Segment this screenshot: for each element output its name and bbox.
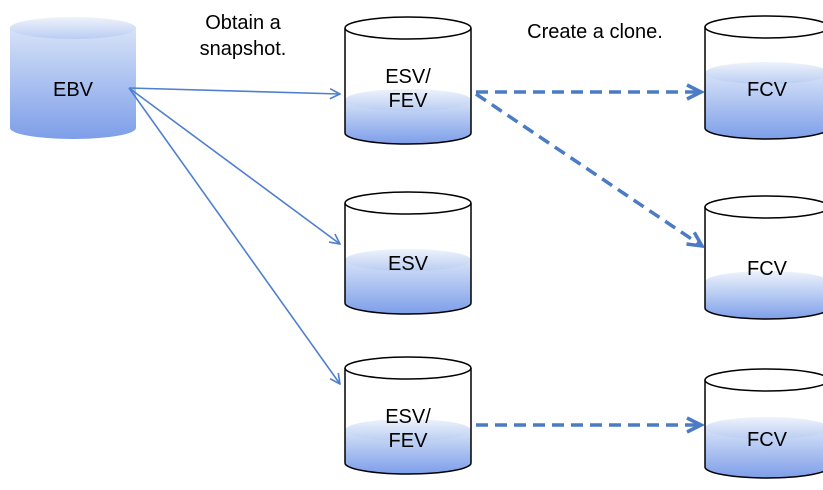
esv-fev-bottom-label: ESV/ FEV [385, 406, 431, 452]
esv-fev-bottom-cylinder [344, 356, 472, 475]
fcv-top-cylinder [704, 15, 823, 140]
clone-arrow-diagonal [475, 92, 702, 246]
esv-middle-label: ESV [387, 253, 429, 275]
fcv-bottom-label: FCV [747, 429, 787, 451]
fcv-middle-cylinder [704, 195, 823, 320]
esv-fev-top-cylinder [344, 16, 472, 145]
snapshot-arrow-top [128, 87, 340, 94]
snapshot-arrow-bottom [128, 87, 340, 384]
esv-fev-top-label: ESV/ FEV [385, 66, 431, 112]
ebv-cylinder [10, 17, 136, 139]
fcv-middle-label: FCV [747, 258, 787, 280]
obtain-snapshot-label: Obtain a snapshot. [199, 12, 287, 60]
snapshot-arrow-middle [128, 87, 340, 244]
fcv-bottom-cylinder [704, 368, 823, 479]
ebv-label: EBV [52, 79, 94, 101]
fcv-top-label: FCV [747, 79, 787, 101]
create-clone-label: Create a clone. [527, 21, 663, 43]
esv-middle-cylinder [344, 191, 472, 315]
